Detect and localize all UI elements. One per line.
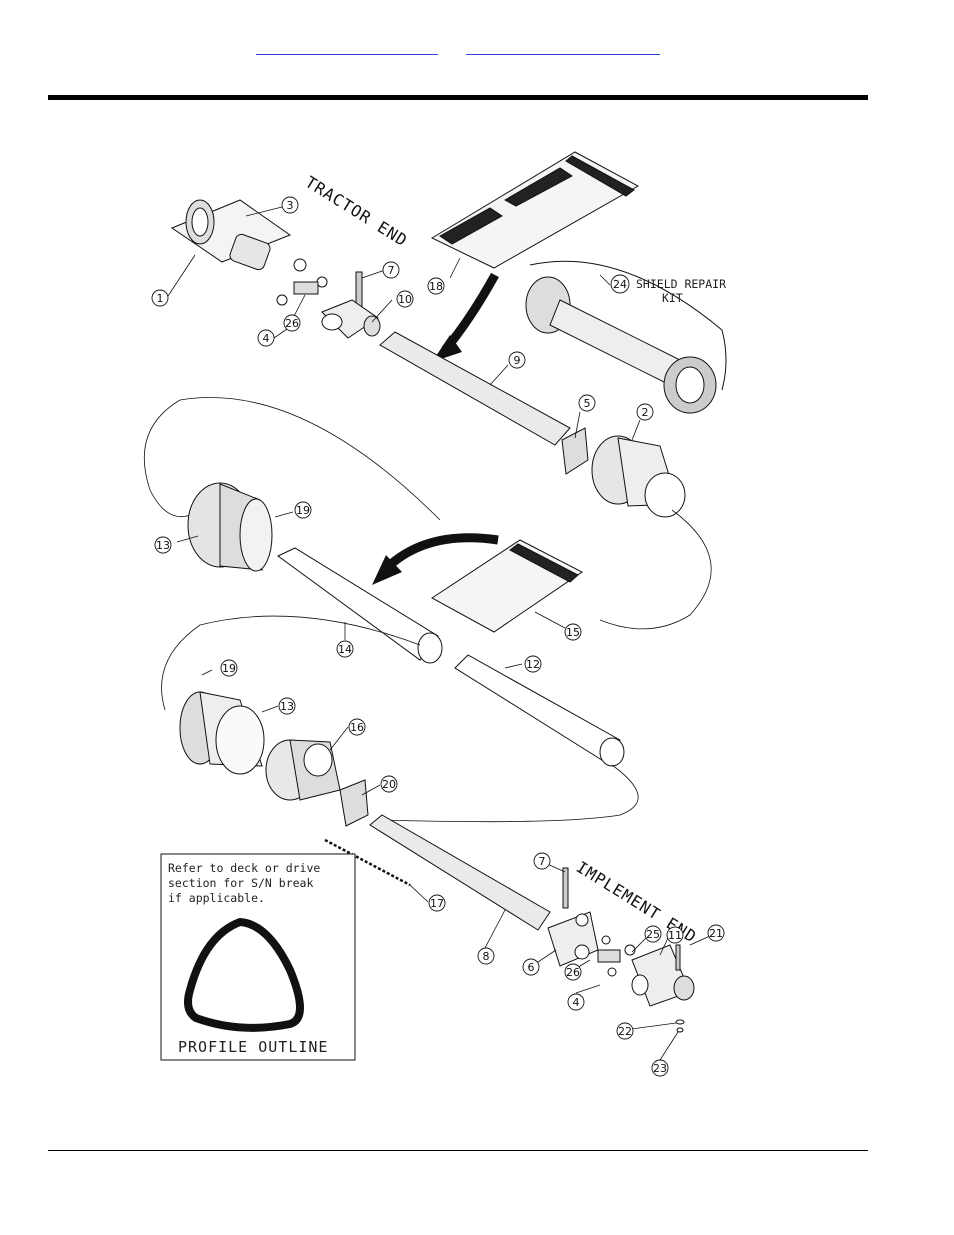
nav-link-left[interactable] — [256, 44, 438, 55]
callout-circles — [151, 196, 725, 1077]
decal-18 — [430, 151, 640, 269]
callout-10: 10 — [398, 293, 412, 306]
callout-numbers: 1 3 4 26 5 7 9 10 2 18 13 19 14 15 12 19… — [156, 199, 723, 1075]
callout-21: 21 — [709, 927, 723, 940]
implement-yoke-group — [547, 867, 695, 1033]
callout-4-lower: 4 — [573, 996, 580, 1009]
callout-2: 2 — [642, 406, 649, 419]
profile-outline-label: PROFILE OUTLINE — [178, 1038, 328, 1056]
nav-link-right[interactable] — [466, 44, 660, 55]
shield-repair-kit — [525, 260, 727, 414]
outer-loop-line-right — [599, 509, 712, 630]
callout-13-upper: 13 — [156, 539, 170, 552]
middle-loop-line — [161, 615, 421, 711]
callout-3: 3 — [287, 199, 294, 212]
outer-tube-14 — [277, 547, 443, 664]
callout-19-upper: 19 — [296, 504, 310, 517]
callout-17: 17 — [430, 897, 444, 910]
tractor-yoke-group — [170, 199, 381, 339]
callout-22: 22 — [618, 1025, 632, 1038]
profile-note-line-3: if applicable. — [168, 891, 265, 905]
footer-rule — [48, 1150, 868, 1151]
callout-19-lower: 19 — [222, 662, 236, 675]
callout-18: 18 — [429, 280, 443, 293]
callout-7-upper: 7 — [388, 264, 395, 277]
shield-repair-kit-label-2: KIT — [662, 291, 683, 305]
callout-26-upper: 26 — [285, 317, 299, 330]
middle-loop-line-right — [379, 764, 639, 823]
callout-8: 8 — [483, 950, 490, 963]
outer-loop-line — [143, 397, 441, 521]
inner-tube-8 — [369, 814, 551, 931]
callout-26-lower: 26 — [566, 966, 580, 979]
callout-9: 9 — [514, 354, 521, 367]
callout-7-lower: 7 — [539, 855, 546, 868]
callout-24: 24 — [613, 278, 627, 291]
chain-17 — [324, 838, 411, 887]
shield-cone-13-lower — [179, 691, 265, 775]
shield-cone-13-upper — [187, 482, 273, 572]
header-rule — [48, 95, 868, 100]
callout-5: 5 — [584, 397, 591, 410]
bearing-16 — [265, 739, 341, 801]
callout-25: 25 — [646, 928, 660, 941]
callout-15: 15 — [566, 626, 580, 639]
profile-outline-box: Refer to deck or drive section for S/N b… — [160, 853, 356, 1061]
arrow-decal-15 — [387, 533, 499, 569]
profile-note-line-2: section for S/N break — [168, 876, 313, 890]
callout-6: 6 — [528, 961, 535, 974]
callout-12: 12 — [526, 658, 540, 671]
decal-15 — [431, 539, 583, 633]
callout-4-upper: 4 — [263, 332, 270, 345]
callout-1: 1 — [157, 292, 164, 305]
ring-20 — [339, 779, 369, 827]
callout-11: 11 — [668, 929, 682, 942]
callout-20: 20 — [382, 778, 396, 791]
callout-23: 23 — [653, 1062, 667, 1075]
profile-note-line-1: Refer to deck or drive — [168, 861, 320, 875]
callout-14: 14 — [338, 643, 352, 656]
callout-13-lower: 13 — [280, 700, 294, 713]
callout-16: 16 — [350, 721, 364, 734]
bearing-2-and-ring-5 — [561, 427, 686, 518]
inner-tube-9 — [379, 331, 571, 446]
outer-tube-12 — [454, 654, 625, 767]
shield-repair-kit-label-1: SHIELD REPAIR — [636, 277, 726, 291]
